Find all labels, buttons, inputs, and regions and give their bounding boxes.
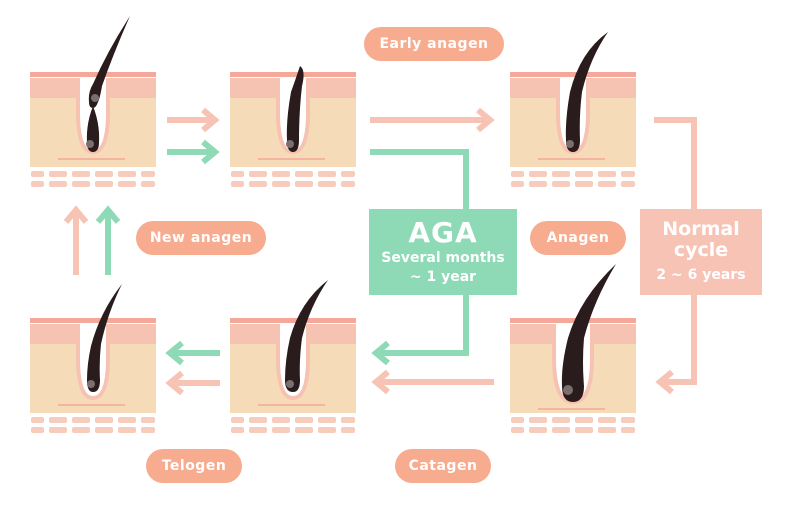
arrow-green-1: [167, 139, 220, 165]
arrow-green-2: [165, 340, 220, 366]
arrow-pink-4: [165, 370, 220, 396]
label-early-anagen: Early anagen: [364, 27, 504, 61]
normal-title-line2: cycle: [673, 239, 729, 261]
follicle-new-anagen: [30, 16, 156, 187]
arrow-pink-up: [63, 205, 89, 275]
normal-cycle-box: Normal cycle 2 ~ 6 years: [640, 209, 762, 295]
follicle-telogen: [30, 284, 156, 433]
aga-duration-line2: ~ 1 year: [409, 269, 477, 285]
label-anagen: Anagen: [530, 221, 626, 255]
arrow-pink-2: [370, 107, 495, 133]
label-catagen: Catagen: [395, 449, 491, 483]
normal-duration: 2 ~ 6 years: [656, 267, 746, 283]
label-telogen: Telogen: [146, 449, 242, 483]
aga-box: AGA Several months ~ 1 year: [369, 209, 517, 295]
follicle-catagen: [230, 280, 356, 433]
arrow-pink-3: [371, 369, 494, 395]
label-new-anagen: New anagen: [136, 221, 266, 255]
follicle-anagen: [510, 32, 636, 187]
follicle-early-anagen: [230, 66, 356, 187]
aga-title: AGA: [408, 216, 478, 249]
arrow-green-up: [95, 205, 121, 275]
follicle-mature-anagen: [510, 264, 636, 433]
aga-duration-line1: Several months: [381, 250, 505, 266]
arrow-pink-1: [167, 107, 220, 133]
normal-title-line1: Normal: [662, 218, 740, 240]
